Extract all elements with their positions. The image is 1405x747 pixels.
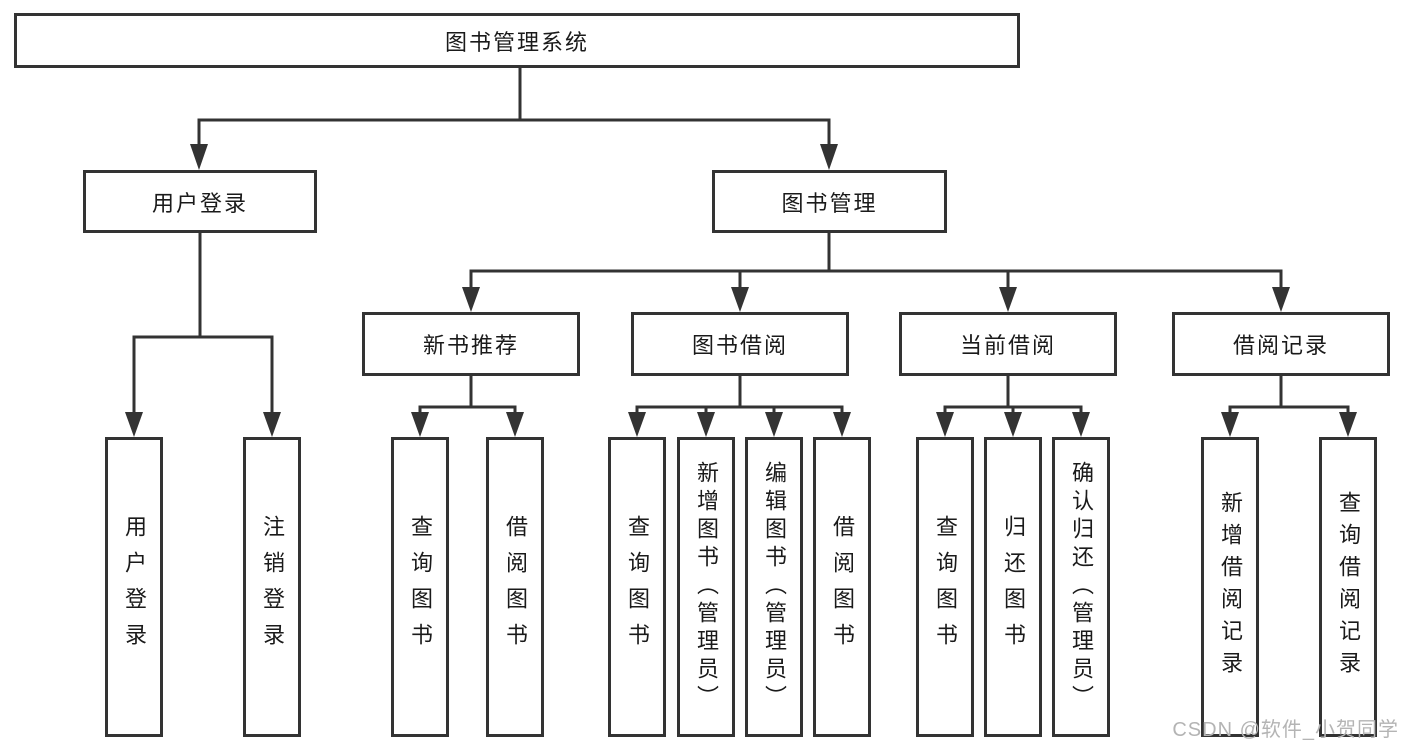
- node-new-book-recommend: 新书推荐: [362, 312, 580, 376]
- watermark: CSDN @软件_小贺同学: [1172, 719, 1399, 741]
- leaf-current-query-book-label: 查询图书: [933, 515, 958, 659]
- leaf-current-query-book: 查询图书: [916, 437, 974, 737]
- node-book-management: 图书管理: [712, 170, 947, 233]
- leaf-current-return-book: 归还图书: [984, 437, 1042, 737]
- node-borrow-records-label: 借阅记录: [1232, 333, 1329, 358]
- leaf-user-login: 用户登录: [105, 437, 163, 737]
- leaf-current-return-book-label: 归还图书: [1001, 515, 1026, 659]
- node-current-borrow-label: 当前借阅: [959, 333, 1056, 358]
- arrowheads: [125, 144, 1357, 437]
- leaf-borrow-borrow-book: 借阅图书: [813, 437, 871, 737]
- leaf-current-confirm-return-admin: 确认归还（管理员）: [1052, 437, 1110, 737]
- leaf-borrow-edit-book-admin-label: 编辑图书（管理员）: [762, 461, 787, 713]
- leaf-records-add-record-label: 新增借阅记录: [1218, 491, 1243, 683]
- leaf-borrow-borrow-book-label: 借阅图书: [830, 515, 855, 659]
- leaf-records-query-record: 查询借阅记录: [1319, 437, 1377, 737]
- leaf-borrow-add-book-admin-label: 新增图书（管理员）: [694, 461, 719, 713]
- leaf-recommend-query-book: 查询图书: [391, 437, 449, 737]
- node-user-login: 用户登录: [83, 170, 317, 233]
- node-book-borrow-label: 图书借阅: [691, 333, 788, 358]
- node-user-login-label: 用户登录: [151, 190, 248, 216]
- leaf-borrow-query-book-label: 查询图书: [625, 515, 650, 659]
- leaf-borrow-query-book: 查询图书: [608, 437, 666, 737]
- leaf-borrow-edit-book-admin: 编辑图书（管理员）: [745, 437, 803, 737]
- node-root: 图书管理系统: [14, 13, 1020, 68]
- node-current-borrow: 当前借阅: [899, 312, 1117, 376]
- leaf-logout: 注销登录: [243, 437, 301, 737]
- node-new-book-recommend-label: 新书推荐: [422, 333, 519, 358]
- leaf-borrow-add-book-admin: 新增图书（管理员）: [677, 437, 735, 737]
- leaf-records-add-record: 新增借阅记录: [1201, 437, 1259, 737]
- leaf-current-confirm-return-admin-label: 确认归还（管理员）: [1069, 461, 1094, 713]
- leaf-records-query-record-label: 查询借阅记录: [1336, 491, 1361, 683]
- node-book-borrow: 图书借阅: [631, 312, 849, 376]
- node-root-label: 图书管理系统: [444, 29, 589, 55]
- leaf-logout-label: 注销登录: [260, 515, 285, 659]
- leaf-recommend-query-book-label: 查询图书: [408, 515, 433, 659]
- node-book-management-label: 图书管理: [781, 190, 878, 216]
- leaf-recommend-borrow-book: 借阅图书: [486, 437, 544, 737]
- leaf-recommend-borrow-book-label: 借阅图书: [503, 515, 528, 659]
- node-borrow-records: 借阅记录: [1172, 312, 1390, 376]
- leaf-user-login-label: 用户登录: [122, 515, 147, 659]
